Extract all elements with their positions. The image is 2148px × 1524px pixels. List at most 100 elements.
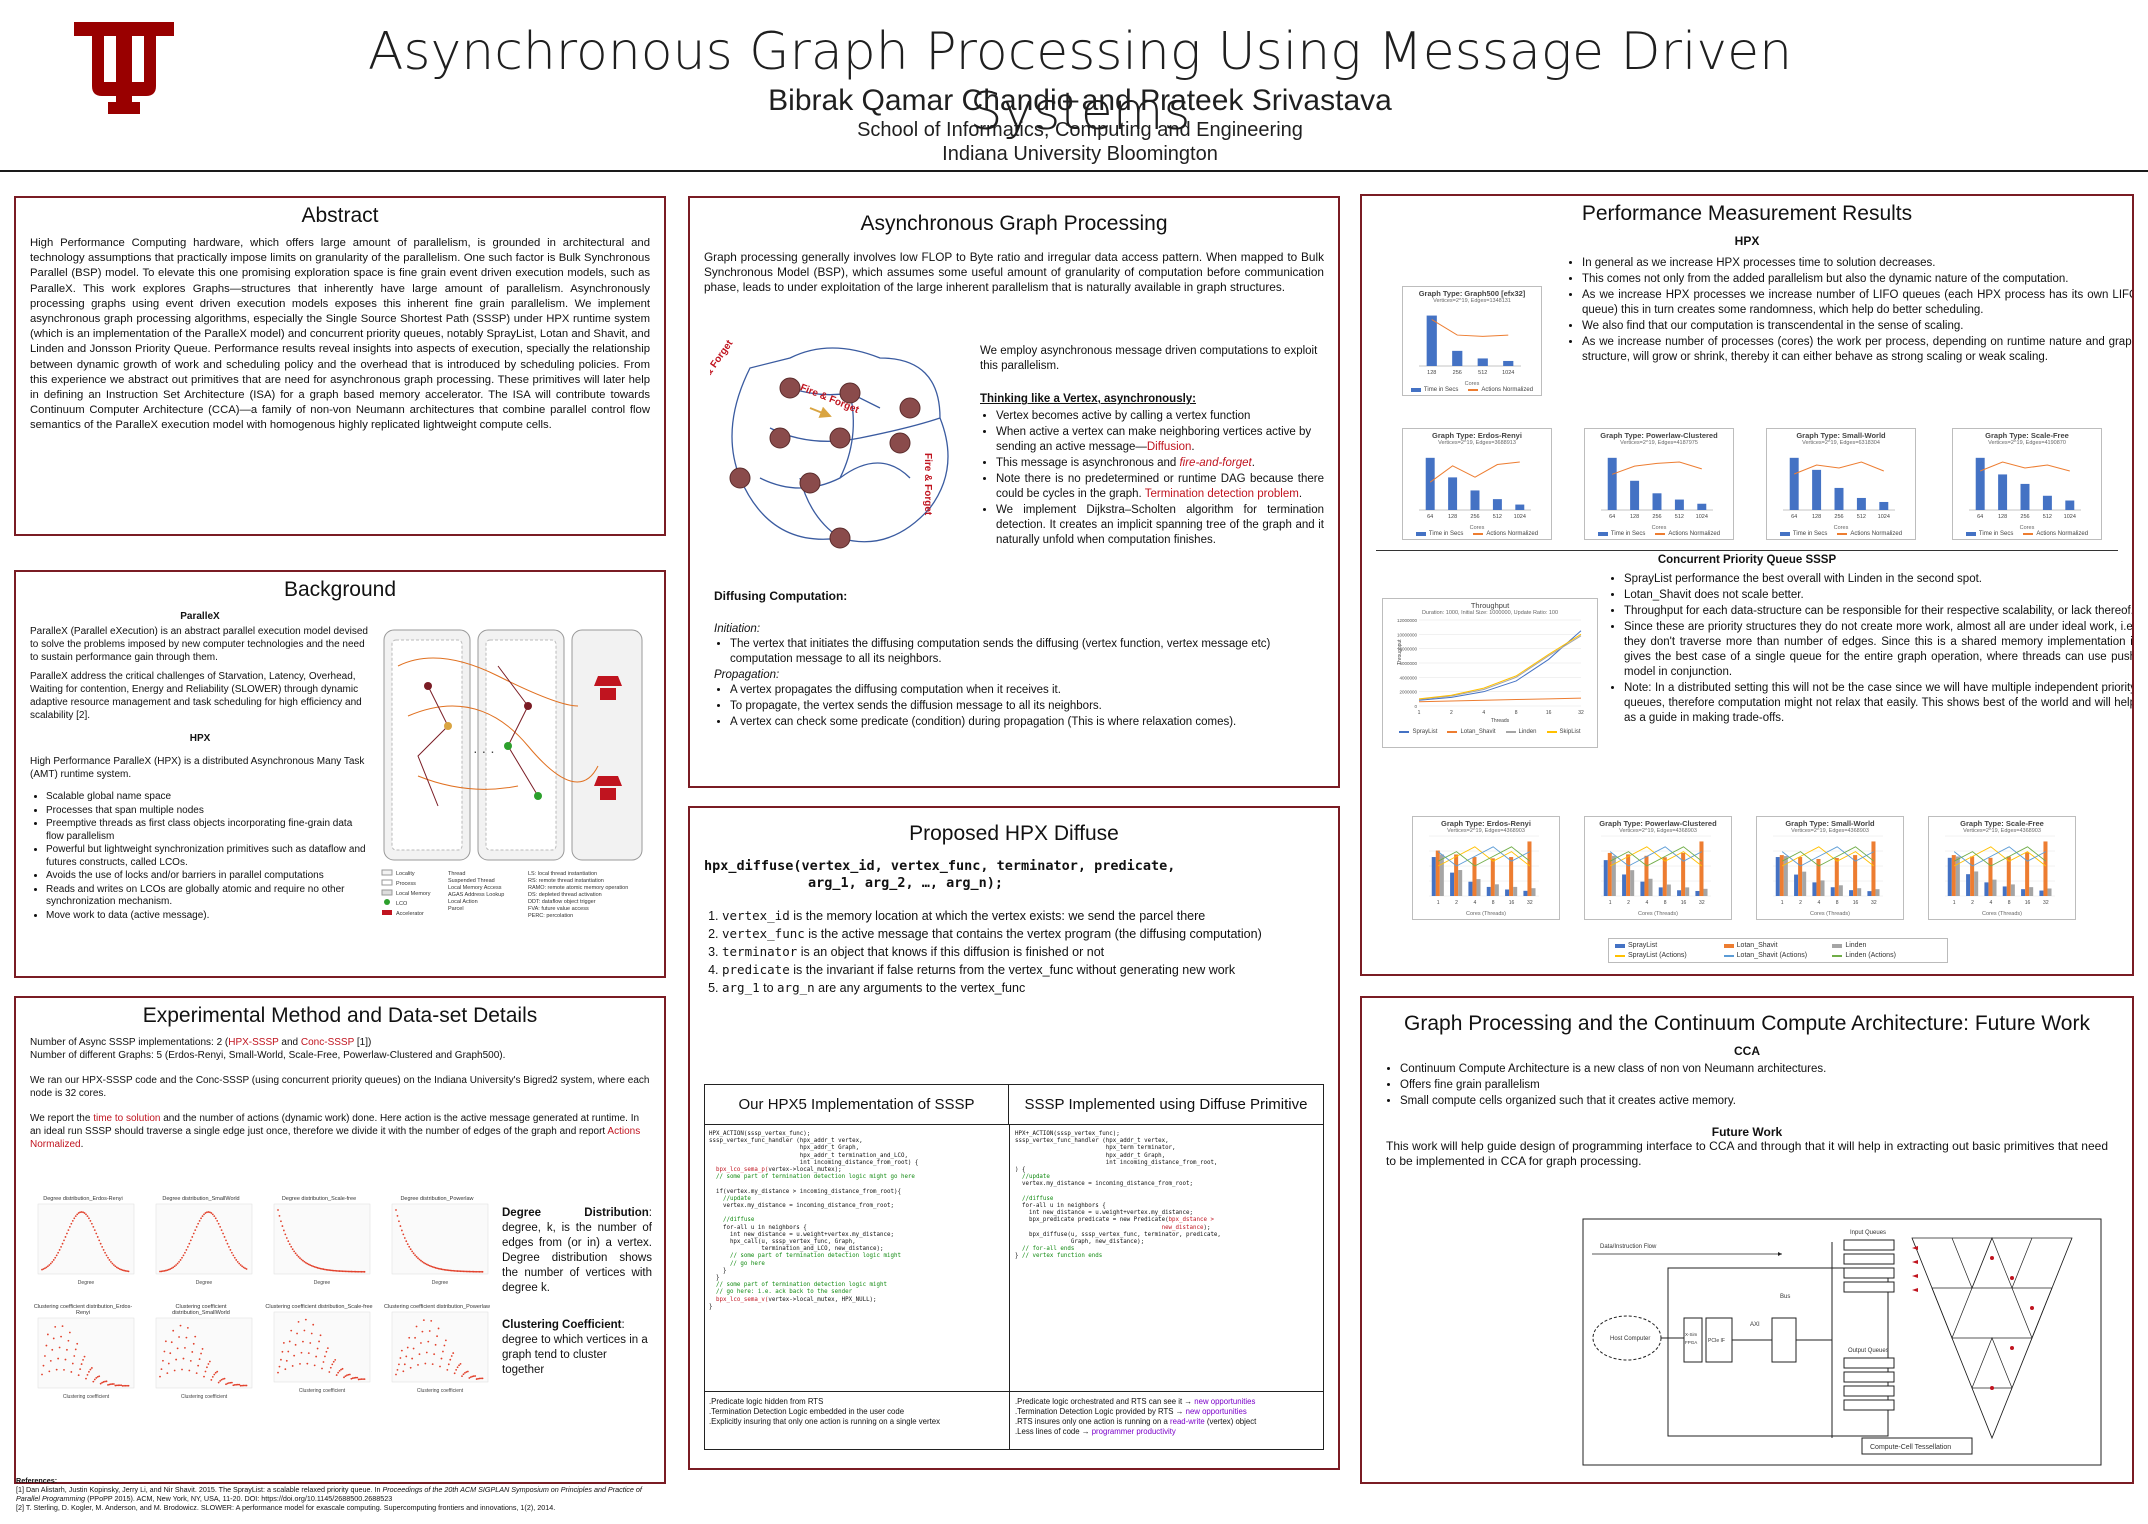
scatter-point <box>54 1325 57 1328</box>
scatter-point <box>208 1360 211 1363</box>
bar <box>1626 854 1631 896</box>
scatter-point <box>278 1365 281 1368</box>
scatter-point <box>207 1211 210 1213</box>
chart-subtitle: Vertices=2^19, Edges=3688913 <box>1438 440 1516 446</box>
scatter-point <box>115 1384 118 1387</box>
scatter-point <box>296 1332 298 1335</box>
tick-label: 64 <box>1977 514 1983 520</box>
scatter-point <box>442 1350 444 1353</box>
tick-label: 16 <box>1509 900 1515 906</box>
scatter-point <box>101 1381 104 1384</box>
bar <box>1454 854 1459 896</box>
scatter-point <box>228 1245 230 1248</box>
bar <box>2043 841 2048 896</box>
scatter-point <box>123 1269 126 1272</box>
tick-label: 8 <box>1492 900 1495 906</box>
x-axis-label: Cores (Threads) <box>1809 911 1851 917</box>
scatter-point <box>408 1245 411 1248</box>
tick-label: 1024 <box>1514 514 1526 520</box>
fire-forget-label: Fire & Forget <box>710 338 736 396</box>
scatter-point <box>170 1267 173 1270</box>
plot-title: Degree distribution_Scale-free <box>281 1196 357 1202</box>
tick-label: 128 <box>1427 370 1436 376</box>
scatter-point <box>428 1264 431 1267</box>
list-item: Reads and writes on LCOs are globally at… <box>46 884 370 909</box>
scatter-point <box>210 1379 213 1381</box>
scatter-point <box>329 1269 332 1272</box>
scatter-point <box>232 1384 235 1387</box>
exp-line2: Number of different Graphs: 5 (Erdos-Ren… <box>30 1050 506 1061</box>
scatter-point <box>430 1265 433 1268</box>
scatter-point <box>450 1355 453 1357</box>
scatter-point <box>71 1219 74 1222</box>
scatter-point <box>162 1270 164 1273</box>
experimental-title: Experimental Method and Data-set Details <box>142 1004 538 1027</box>
scatter-point <box>434 1343 437 1346</box>
scatter-point <box>86 1215 89 1218</box>
scatter-point <box>344 1375 347 1378</box>
scatter-point <box>216 1370 219 1373</box>
chart-subtitle: Vertices=2^19, Edges=4190870 <box>1988 440 2066 446</box>
tick-label: 4 <box>1645 900 1648 906</box>
scatter-point <box>191 1351 194 1353</box>
scatter-point <box>160 1368 163 1371</box>
bar <box>1611 855 1616 896</box>
chart-plot: Throughput020000004000000600000080000001… <box>1397 618 1584 724</box>
scatter-point <box>181 1256 183 1259</box>
chart-title: Throughput <box>1470 601 1510 610</box>
scatter-point <box>114 1265 117 1268</box>
scatter-point <box>464 1270 466 1273</box>
series-line <box>1781 846 1875 867</box>
clustering-plot: Clustering coefficient distribution_Scal… <box>264 1304 374 1404</box>
scatter-point <box>80 1363 83 1365</box>
scatter-point <box>328 1269 331 1272</box>
scatter-point <box>83 1355 86 1358</box>
scatter-point <box>95 1377 98 1379</box>
bar <box>1513 886 1518 896</box>
scatter-point <box>108 1383 111 1386</box>
exp-line1: Number of Async SSSP implementations: 2 … <box>30 1037 372 1048</box>
chart-title: Graph Type: Scale-Free <box>1960 819 2044 828</box>
scatter-point <box>93 1378 96 1381</box>
scatter-point <box>58 1249 61 1251</box>
scatter-point <box>406 1346 409 1349</box>
series-line <box>1781 846 1875 867</box>
scatter-point <box>418 1258 421 1261</box>
tick-label: 2000000 <box>1399 690 1417 695</box>
scatter-point <box>179 1259 182 1261</box>
scatter-point <box>70 1222 73 1225</box>
scatter-point <box>67 1229 70 1232</box>
output-queues-label: Output Queues <box>1848 1348 1889 1354</box>
performance-section: Performance Measurement Results HPX In g… <box>1360 194 2134 976</box>
scatter-point <box>217 1381 220 1384</box>
tick-label: 4 <box>1482 710 1485 716</box>
bar <box>1834 487 1844 510</box>
scatter-point <box>242 1266 245 1269</box>
list-item: This message is asynchronous and fire-an… <box>996 456 1324 471</box>
scatter-point <box>348 1373 351 1376</box>
tick-label: 2 <box>1450 710 1453 716</box>
scatter-point <box>186 1245 189 1248</box>
tick-label: 8 <box>1515 710 1518 716</box>
scatter-point <box>420 1342 422 1344</box>
scatter-point <box>321 1268 323 1270</box>
scatter-point <box>90 1222 93 1225</box>
scatter-point <box>293 1354 296 1357</box>
tick-label: 4 <box>1817 900 1820 906</box>
scatter-point <box>68 1225 71 1228</box>
x-axis-label: Cores <box>2019 525 2035 531</box>
diagram-legend-item: Parcel <box>448 906 464 912</box>
scatter-point <box>356 1376 359 1379</box>
scatter-point <box>164 1269 167 1272</box>
diagram-legend-item: RS: remote thread instantiation <box>528 878 604 884</box>
performance-title: Performance Measurement Results <box>1581 202 1913 225</box>
scatter-point <box>163 1270 166 1272</box>
scatter-point <box>421 1330 424 1333</box>
scatter-point <box>41 1268 43 1271</box>
scatter-point <box>468 1270 471 1273</box>
scatter-point <box>203 1375 205 1378</box>
list-item: Processes that span multiple nodes <box>46 805 370 818</box>
